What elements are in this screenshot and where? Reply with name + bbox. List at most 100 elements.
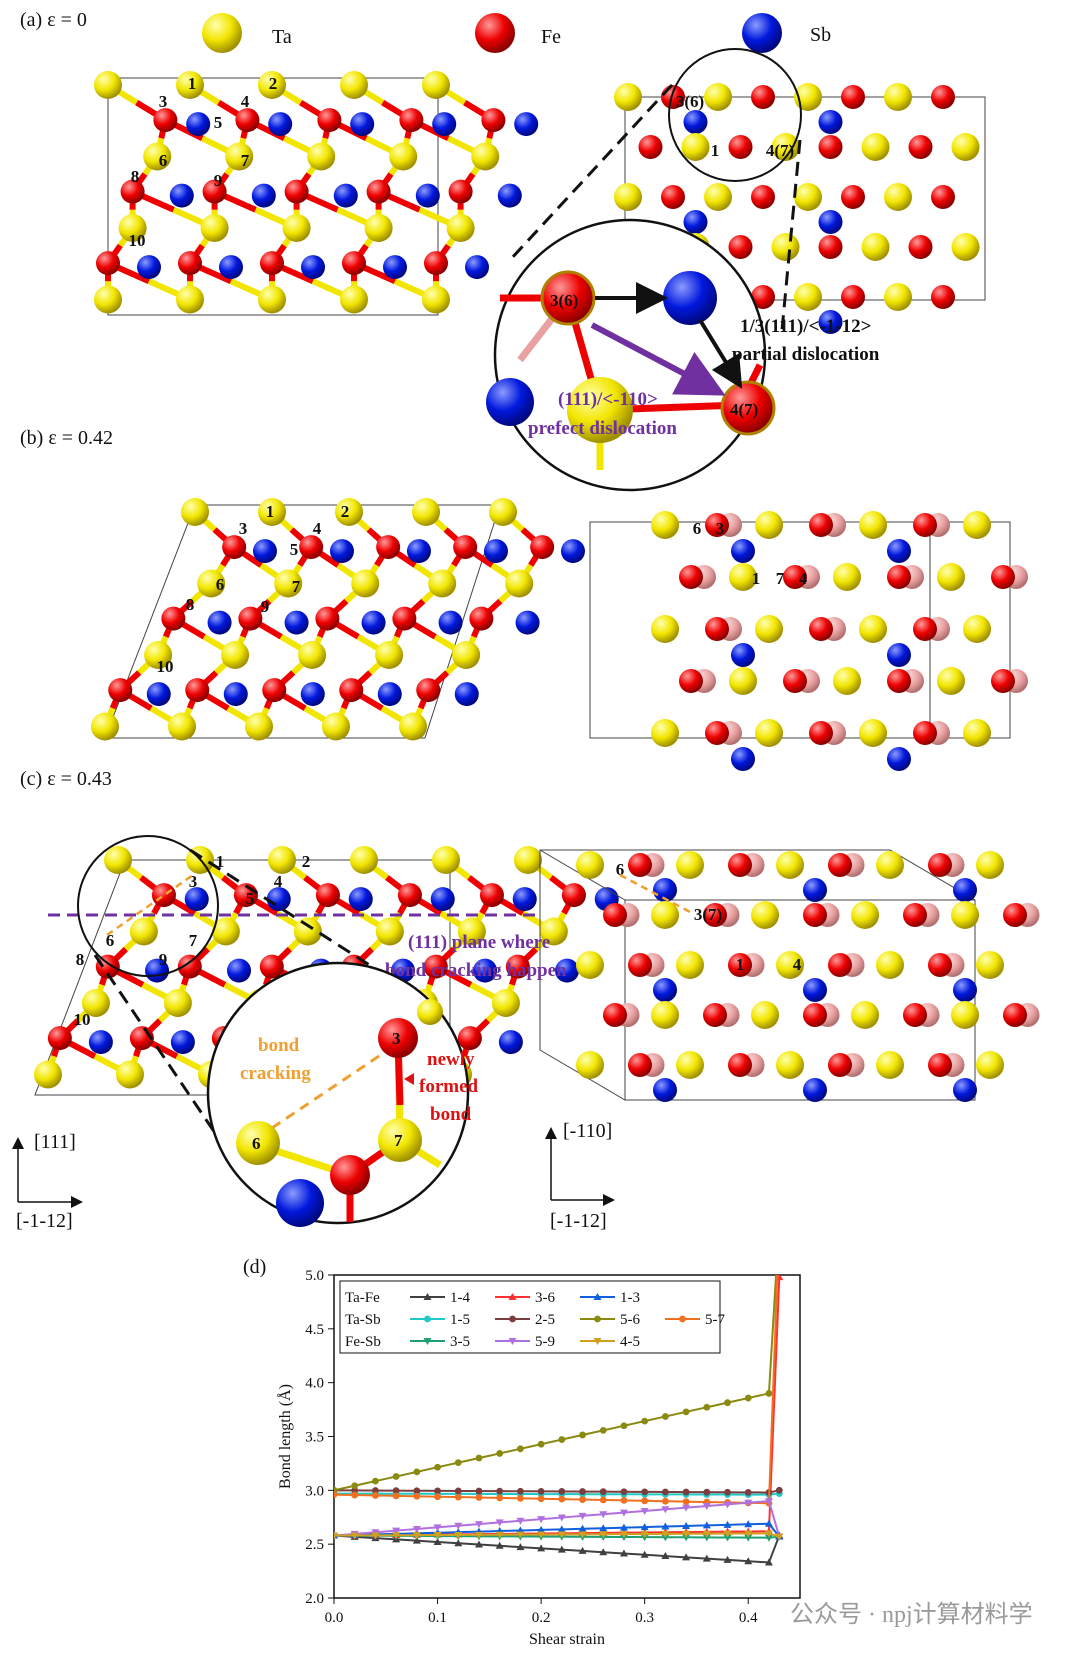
legend-fe-label: Fe [541, 26, 561, 48]
data-point [702, 1534, 711, 1542]
fe-atom [262, 678, 287, 703]
data-point [474, 1531, 483, 1539]
fe-atom [818, 235, 843, 259]
ta-atom [794, 283, 822, 311]
ta-atom [976, 851, 1004, 879]
axes-indicator-right: [-110] [-1-12] [545, 1120, 615, 1232]
data-point [744, 1499, 753, 1507]
series-5-9 [334, 1498, 784, 1541]
data-point [744, 1557, 753, 1565]
sb-atom [498, 1030, 523, 1055]
fe-atom [841, 285, 865, 309]
ta-atom [755, 719, 783, 747]
ta-atom [951, 133, 980, 161]
fe-atom [751, 285, 775, 309]
sb-atom [361, 610, 386, 635]
legend-group-label: Ta-Fe [345, 1290, 380, 1306]
atom-number-label: 6 [159, 151, 168, 170]
legend-sb-label: Sb [810, 24, 831, 46]
data-point [640, 1523, 649, 1531]
atom-number-label: 1 [736, 955, 745, 974]
data-point [392, 1527, 401, 1535]
data-point [557, 1514, 566, 1522]
data-point [578, 1546, 587, 1554]
series-5-6 [334, 1218, 783, 1494]
atom-number-label: 9 [214, 171, 223, 190]
fe-atom [259, 954, 284, 979]
atom-number-label: 3 [239, 519, 248, 538]
data-point [776, 1218, 783, 1225]
zoom-c-label-3: 3 [392, 1029, 401, 1048]
bond-cracking-label-1: bond [258, 1035, 300, 1056]
sb-atom [560, 539, 585, 564]
data-point [413, 1492, 421, 1500]
fe-atom [705, 617, 729, 641]
sb-atom [731, 643, 755, 667]
atom-number-label: 7 [292, 577, 301, 596]
data-point [578, 1524, 587, 1532]
ta-atom [951, 901, 979, 929]
ta-atom [833, 563, 861, 591]
legend-series-label: 3-6 [535, 1290, 555, 1306]
ta-atom [651, 615, 679, 643]
fe-atom [991, 565, 1015, 589]
ta-atom [576, 851, 604, 879]
sb-atom [887, 747, 911, 771]
data-point [599, 1524, 608, 1532]
unit-cell [104, 504, 501, 739]
data-point [640, 1550, 649, 1558]
fe-atom [913, 513, 937, 537]
data-point [723, 1555, 732, 1563]
fe-atom [339, 678, 364, 703]
sb-atom [653, 1078, 677, 1102]
legend-marker [508, 1338, 517, 1345]
data-point [599, 1511, 608, 1519]
fe-atom [457, 1026, 482, 1051]
ta-atom [389, 142, 418, 171]
atom-number-label: 7 [241, 151, 250, 170]
fe-atom [908, 235, 933, 259]
ta-atom [282, 214, 311, 242]
atom-number-label: 2 [302, 852, 311, 871]
fe-atom [453, 535, 478, 560]
fe-atom [505, 954, 530, 979]
ta-atom [963, 615, 991, 643]
fe-atom [728, 1053, 752, 1077]
data-point [537, 1440, 545, 1448]
data-point [661, 1497, 669, 1505]
ta-atom [81, 989, 110, 1017]
ta-atom [340, 71, 368, 99]
ta-atom [144, 641, 173, 669]
fe-atom [177, 954, 202, 979]
cracking-plane-label-1: (111) plane where [408, 932, 550, 953]
sb-atom [803, 1078, 827, 1102]
fe-atom [479, 883, 504, 908]
data-point [558, 1436, 566, 1443]
data-point [413, 1468, 421, 1476]
ta-atom [94, 71, 122, 99]
data-point [703, 1403, 711, 1411]
sb-atom [683, 110, 708, 134]
data-point [661, 1522, 670, 1530]
x-tick-label: 0.4 [739, 1610, 758, 1626]
sb-atom [430, 887, 455, 912]
data-point [334, 1491, 338, 1499]
ta-atom [937, 563, 965, 591]
legend-series-label: 1-3 [620, 1290, 640, 1306]
ta-atom [399, 712, 427, 741]
data-point [371, 1532, 380, 1540]
sb-atom [146, 682, 171, 707]
data-point [434, 1463, 441, 1471]
x-tick-label: 0.2 [532, 1610, 551, 1626]
ta-atom [884, 183, 912, 211]
y-tick-label: 4.0 [305, 1376, 324, 1392]
data-point [392, 1487, 400, 1495]
ta-atom [651, 719, 679, 747]
data-point [764, 1558, 773, 1566]
data-point [775, 1486, 783, 1494]
ta-atom [704, 183, 732, 211]
ta-atom [776, 1051, 804, 1079]
atom-number-label: 8 [76, 950, 85, 969]
